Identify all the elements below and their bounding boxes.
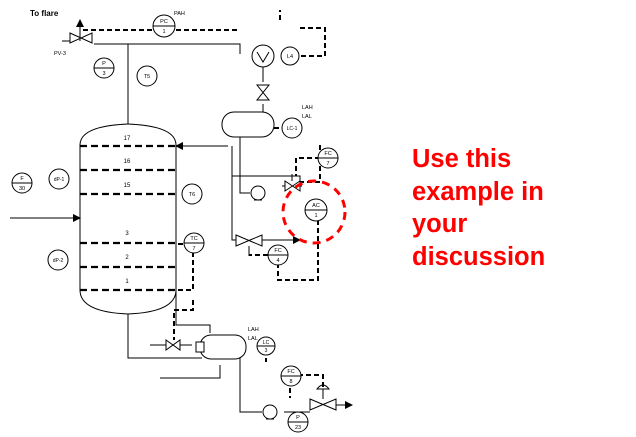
pv3-label: PV-3: [54, 51, 66, 57]
fc7-number: 7: [326, 161, 329, 167]
ac-highlight-circle: [281, 179, 347, 245]
fc8-tag: FC: [287, 369, 294, 375]
lc1-tag: LC-1: [287, 126, 298, 132]
p3-tag: P: [102, 61, 106, 67]
pc1-tag: PC: [160, 19, 168, 25]
p23-tag: P: [296, 415, 300, 421]
fc4-number: 4: [276, 258, 279, 264]
lc3-tag: LC: [263, 340, 270, 346]
tray-1-label: 1: [125, 279, 129, 285]
reflux-pump: [250, 185, 266, 201]
pc1-number: 1: [162, 29, 165, 35]
callout-line-1: Use this: [412, 145, 512, 173]
t5-tag: T5: [144, 74, 150, 80]
reboiler: [195, 334, 247, 360]
callout-line-4: discussion: [412, 242, 546, 271]
process-piping: [10, 19, 353, 413]
tray-2-label: 2: [125, 255, 129, 261]
diagram-labels: To flare PV-3 PAH LAH LAL LAH LAL: [30, 9, 313, 342]
t6-tag: T6: [189, 192, 195, 198]
instrument-labels: PC 1 P 3 T5 L4 LC-1 FC 7 AC 1 dP-1 T6 F …: [19, 19, 332, 431]
tray-16-label: 16: [124, 159, 131, 165]
tray-15-label: 15: [124, 183, 131, 189]
fc4-tag: FC: [274, 248, 281, 254]
pah-label: PAH: [174, 11, 185, 17]
lal-top-label: LAL: [302, 114, 312, 120]
valves: [62, 32, 337, 411]
callout-line-2: example in: [412, 177, 544, 206]
ac1-number: 1: [314, 213, 317, 219]
fc8-number: 8: [289, 379, 292, 385]
tray-labels: 17 16 15 3 2 1: [124, 136, 131, 285]
ac1-tag: AC: [312, 203, 320, 209]
lc3-number: 3: [265, 348, 268, 354]
bottoms-pump: [262, 404, 278, 420]
distillation-column: [79, 123, 177, 315]
reflux-drum: [221, 111, 275, 138]
p23-number: 23: [295, 425, 301, 431]
f30-number: 30: [19, 186, 25, 192]
to-flare-label: To flare: [30, 9, 59, 18]
p3-number: 3: [102, 71, 105, 77]
lah-bottom-label: LAH: [248, 327, 259, 333]
tc7-number: 7: [192, 246, 195, 252]
dp2-tag: dP-2: [53, 258, 64, 264]
tray-3-label: 3: [125, 231, 129, 237]
f30-tag: F: [20, 176, 24, 182]
callout-line-3: your: [412, 210, 468, 238]
instrument-bubbles: [11, 14, 339, 433]
tray-17-label: 17: [124, 136, 131, 142]
lal-bottom-label: LAL: [248, 336, 258, 342]
fc7-tag: FC: [324, 151, 331, 157]
tc7-tag: TC: [190, 236, 197, 242]
dp1-tag: dP-1: [54, 177, 65, 183]
l4-tag: L4: [287, 54, 293, 60]
discussion-callout: Use this example in your discussion: [412, 143, 632, 273]
overhead-condenser: [251, 44, 275, 68]
column-trays: [80, 144, 176, 292]
lah-top-label: LAH: [302, 105, 313, 111]
